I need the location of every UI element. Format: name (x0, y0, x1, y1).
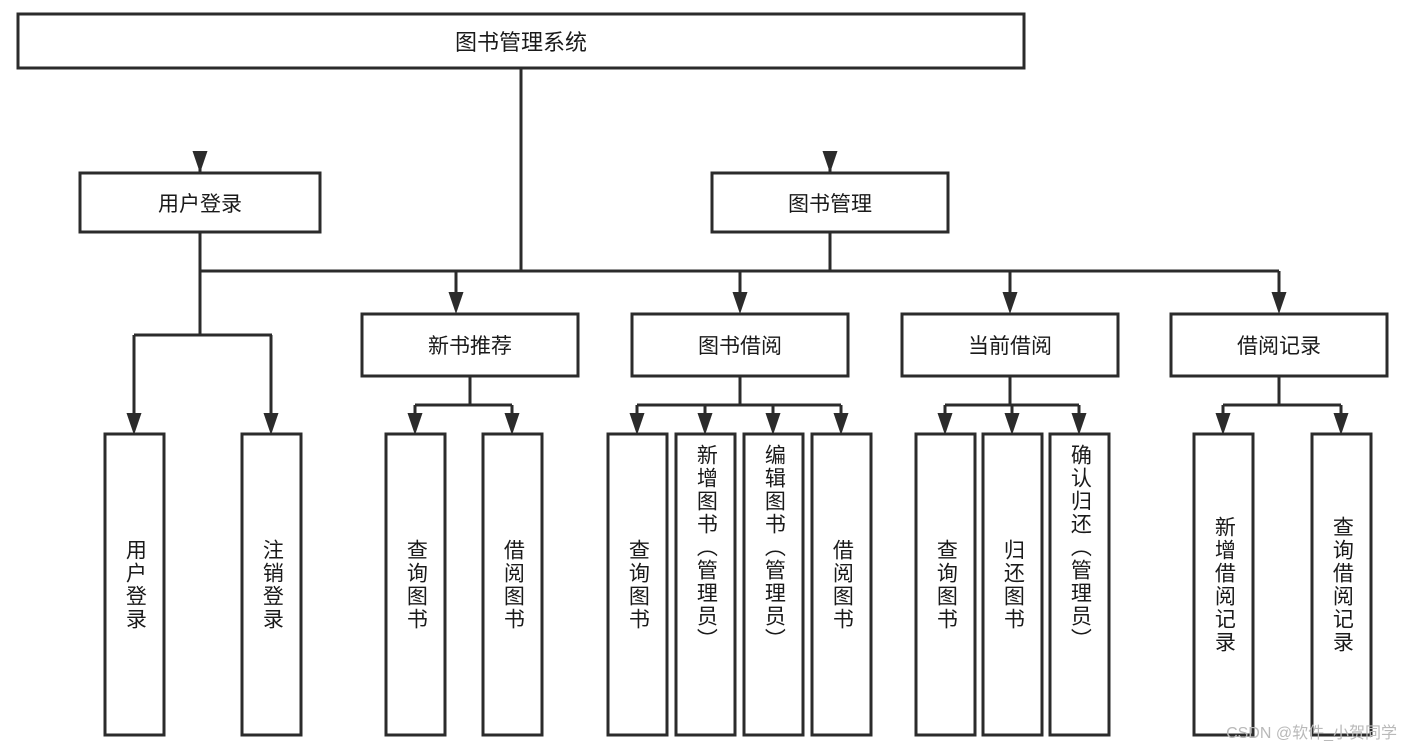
leaf-box-borrow-2[interactable] (674, 432, 737, 737)
edge-to-records (1271, 271, 1287, 314)
edge-newbook-child-2 (504, 405, 520, 435)
edge-borrow-child-2 (697, 405, 713, 435)
leaf-box-current-1[interactable] (914, 432, 977, 737)
leaf-box-user-login-1[interactable] (103, 432, 166, 737)
edge-to-borrow (732, 271, 748, 314)
leaf-box-user-login-2[interactable] (240, 432, 303, 737)
leaf-box-current-2[interactable] (981, 432, 1044, 737)
leaf-box-records-2[interactable] (1310, 432, 1373, 737)
node-user-login-box[interactable] (78, 171, 322, 234)
leaf-box-records-1[interactable] (1192, 432, 1255, 737)
leaf-box-borrow-4[interactable] (810, 432, 873, 737)
leaf-box-current-3[interactable] (1048, 432, 1111, 737)
node-records-box[interactable] (1169, 312, 1389, 378)
edge-to-current (1002, 271, 1018, 314)
node-book-manage-box[interactable] (710, 171, 950, 234)
node-new-book-box[interactable] (360, 312, 580, 378)
edge-records-child-1 (1215, 405, 1231, 435)
node-root-box[interactable] (16, 12, 1026, 70)
leaf-box-new-book-2[interactable] (481, 432, 544, 737)
edge-current-child-2 (1004, 405, 1020, 435)
node-current-box[interactable] (900, 312, 1120, 378)
edge-records-child-2 (1333, 405, 1349, 435)
edge-userlogin-child-1 (126, 335, 142, 435)
edge-newbook-child-1 (407, 405, 423, 435)
node-borrow-box[interactable] (630, 312, 850, 378)
edge-current-child-3 (1071, 405, 1087, 435)
edge-borrow-child-4 (833, 405, 849, 435)
edge-to-new-book (448, 271, 464, 314)
edge-userlogin-child-2 (263, 335, 279, 435)
leaf-box-new-book-1[interactable] (384, 432, 447, 737)
leaf-box-borrow-3[interactable] (742, 432, 805, 737)
edge-borrow-child-1 (629, 405, 645, 435)
edge-borrow-child-3 (765, 405, 781, 435)
leaf-box-borrow-1[interactable] (606, 432, 669, 737)
edge-current-child-1 (937, 405, 953, 435)
